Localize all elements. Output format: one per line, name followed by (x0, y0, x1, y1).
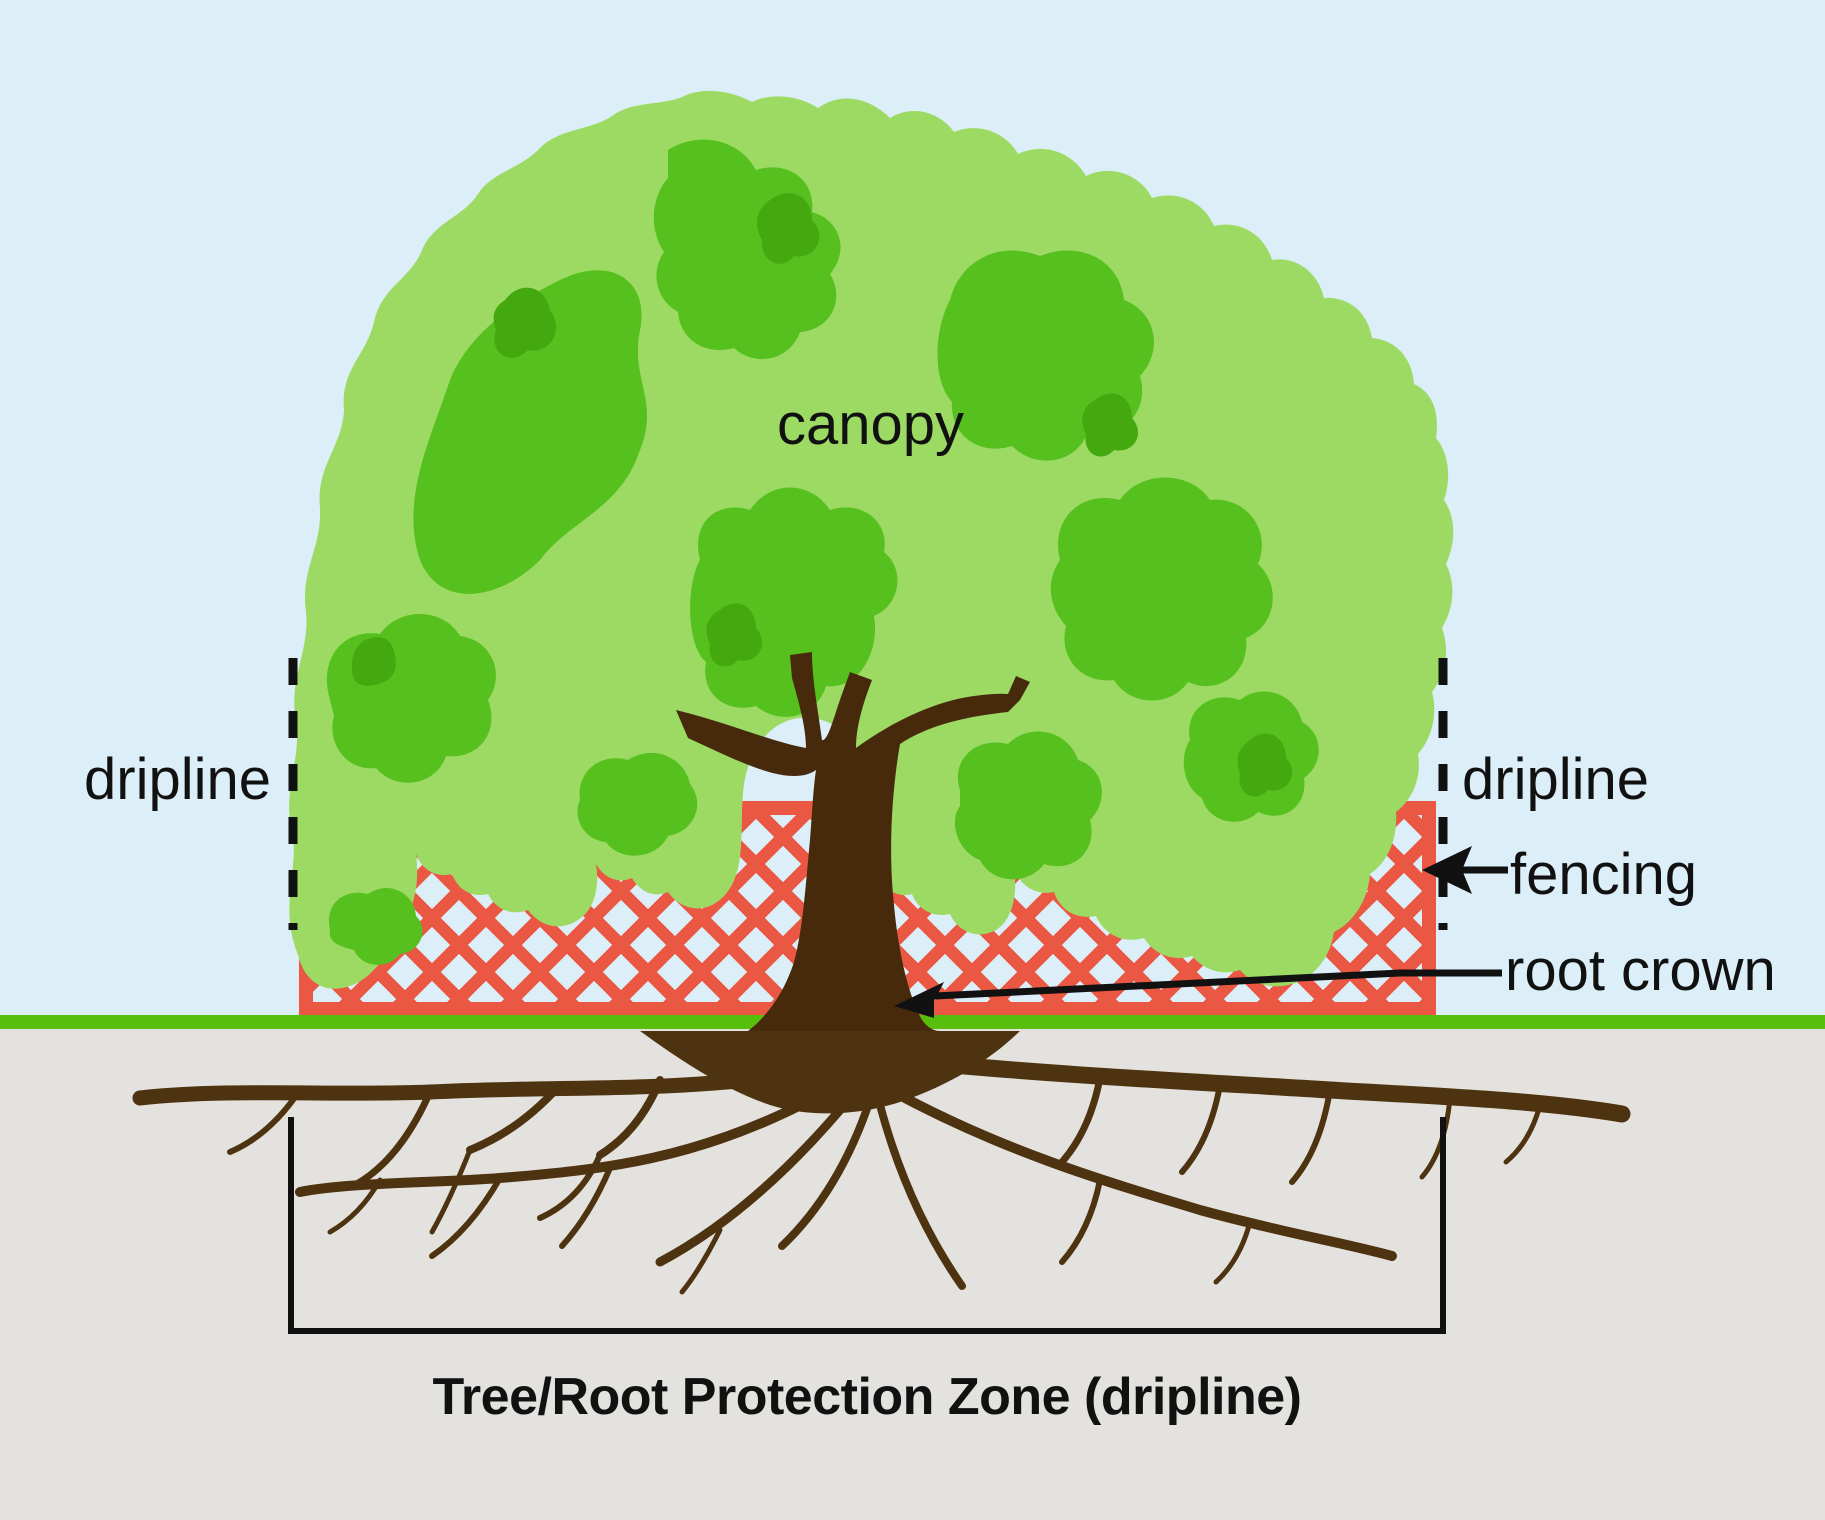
fencing-label: fencing (1510, 842, 1698, 907)
soil-background (0, 1029, 1825, 1520)
canopy-label: canopy (777, 392, 965, 457)
root-crown-label: root crown (1505, 938, 1776, 1003)
protection-zone-label: Tree/Root Protection Zone (dripline) (432, 1368, 1302, 1426)
root-crown-arrow (894, 969, 1502, 1018)
dripline-right-label: dripline (1462, 747, 1649, 812)
tree-trunk (676, 652, 1030, 1031)
protection-zone-bracket (288, 1117, 1446, 1334)
tree-roots (132, 1031, 1631, 1295)
canopy-dark-accents (351, 193, 1293, 797)
dripline-left-label: dripline (84, 747, 271, 812)
dripline-dashes (288, 658, 1448, 930)
fencing-arrow (1422, 846, 1508, 894)
